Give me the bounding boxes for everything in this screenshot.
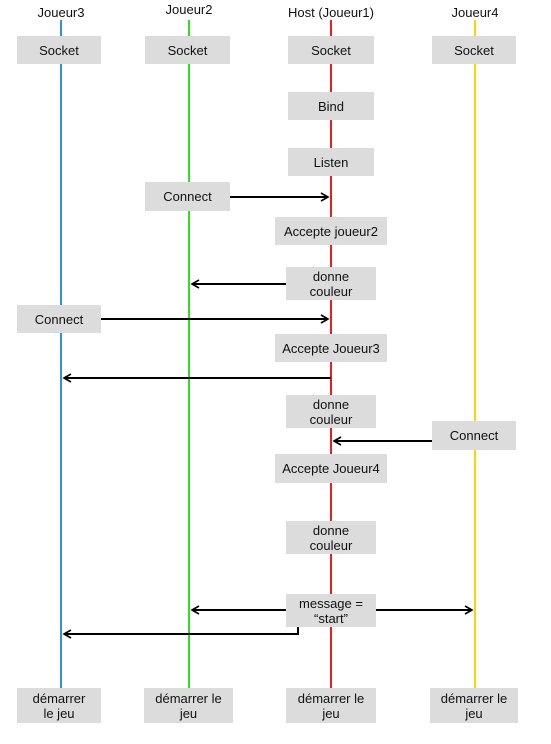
socket-box-joueur4: Socket: [432, 36, 516, 64]
accepte-joueur2-box: Accepte joueur2: [275, 217, 387, 245]
connect-box-joueur2: Connect: [145, 182, 230, 211]
donne-couleur-box-2: donne couleur: [286, 395, 376, 428]
connect-box-joueur3: Connect: [17, 305, 101, 333]
accepte-joueur3-box: Accepte Joueur3: [275, 334, 387, 362]
socket-box-host: Socket: [288, 36, 374, 64]
socket-box-joueur2: Socket: [145, 36, 230, 64]
message-start-box: message = “start”: [286, 594, 376, 627]
donne-couleur-box-3: donne couleur: [286, 521, 376, 554]
arrow-start-host-to-joueur3: [62, 626, 299, 639]
participant-joueur3: Joueur3: [37, 5, 85, 20]
demarrer-box-joueur3: démarrer le jeu: [17, 688, 101, 723]
demarrer-box-joueur4: démarrer le jeu: [430, 688, 518, 723]
participant-joueur4: Joueur4: [451, 5, 499, 20]
demarrer-box-host: démarrer le jeu: [286, 688, 376, 723]
participant-host: Host (Joueur1): [288, 5, 374, 20]
connect-box-joueur4: Connect: [432, 421, 516, 450]
accepte-joueur4-box: Accepte Joueur4: [275, 454, 387, 483]
bind-box: Bind: [288, 92, 374, 120]
participant-joueur2: Joueur2: [165, 2, 213, 17]
demarrer-box-joueur2: démarrer le jeu: [144, 688, 233, 723]
listen-box: Listen: [288, 148, 374, 176]
socket-box-joueur3: Socket: [17, 36, 101, 64]
donne-couleur-box-1: donne couleur: [286, 267, 376, 300]
